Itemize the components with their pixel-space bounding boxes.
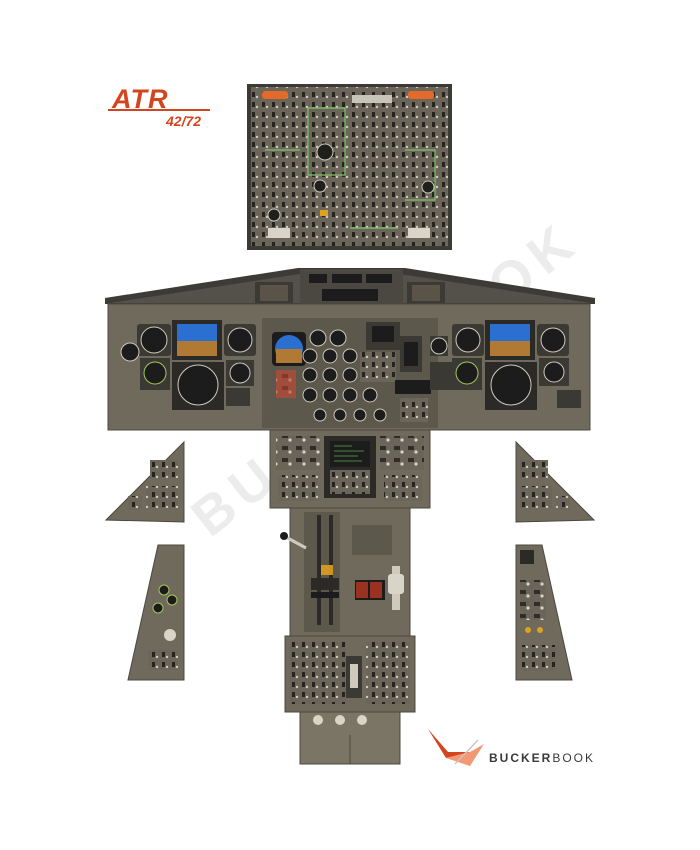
flap-lever[interactable] <box>283 534 307 550</box>
power-lever-handle[interactable] <box>311 578 339 590</box>
publisher-logo-icon <box>428 729 484 766</box>
fire-handle-left[interactable] <box>262 91 288 99</box>
trim-wheel[interactable] <box>388 574 404 594</box>
overhead-gauge-3 <box>421 180 435 194</box>
overhead-gauge-1 <box>316 143 334 161</box>
brand-underline <box>108 109 210 111</box>
fo-pfd-sky <box>490 324 530 341</box>
left-side-console <box>104 440 185 523</box>
brand-model-text: 42/72 <box>166 113 202 129</box>
captain-pfd-ground <box>177 341 217 356</box>
fo-pfd-ground <box>490 341 530 356</box>
fo-altimeter <box>540 327 566 353</box>
fire-handle-right[interactable] <box>408 91 434 99</box>
engine-gauges <box>302 329 387 422</box>
captain-nd-display <box>177 364 219 406</box>
publisher-name: BUCKERBOOK <box>489 751 596 765</box>
right-side-console <box>515 440 596 523</box>
overhead-gauge-2 <box>267 208 281 222</box>
overhead-panel <box>247 84 452 250</box>
main-instrument-panel <box>107 303 591 431</box>
captain-asi-gauge <box>140 326 168 354</box>
glareshield <box>105 268 595 319</box>
fo-nd-display <box>490 364 532 406</box>
overhead-gauge-4 <box>313 179 327 193</box>
right-lower-side-panel <box>515 544 573 681</box>
fo-asi-gauge <box>455 327 481 353</box>
captain-pfd-sky <box>177 324 217 341</box>
center-pedestal <box>269 429 431 765</box>
left-lower-side-panel <box>127 544 185 681</box>
captain-altimeter <box>227 327 253 353</box>
